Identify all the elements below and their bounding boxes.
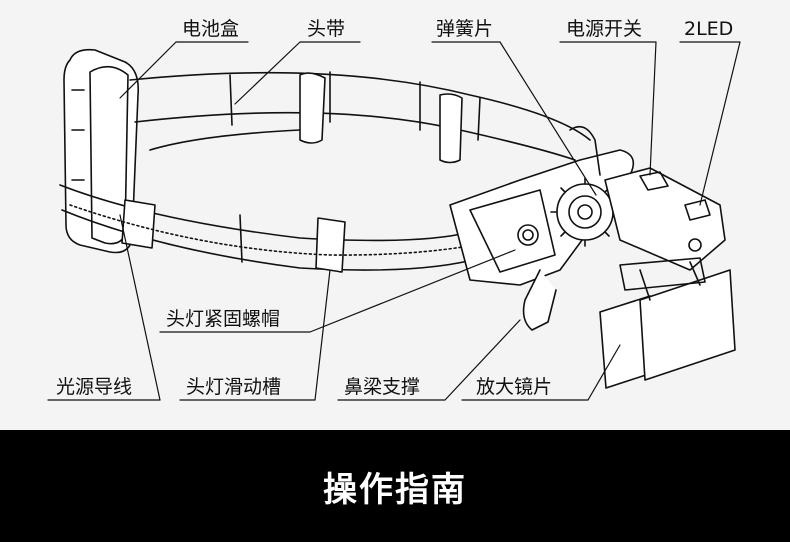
label-lamp-slide-groove: 头灯滑动槽: [186, 376, 282, 398]
label-led: 2LED: [684, 18, 734, 40]
headband-shape: [59, 71, 591, 273]
leader-lines: [47, 41, 741, 401]
label-magnifier-lens: 放大镜片: [476, 376, 553, 398]
banner-title: 操作指南: [323, 469, 467, 510]
label-lamp-fixing-nut: 头灯紧固螺帽: [166, 308, 281, 330]
lamp-assembly-shape: [449, 125, 726, 331]
label-spring-piece: 弹簧片: [436, 18, 494, 40]
headband-magnifier-drawing: [47, 41, 741, 401]
label-headband: 头带: [307, 18, 346, 40]
label-battery-box: 电池盒: [182, 18, 240, 40]
diagram-canvas: 电池盒 头带 弹簧片 电源开关 2LED 头灯紧固螺帽 光源导线 头灯滑动槽 鼻…: [0, 0, 790, 430]
label-light-guide-wire: 光源导线: [56, 376, 133, 398]
label-nose-bridge-support: 鼻梁支撑: [344, 376, 421, 398]
magnifier-lens-shape: [599, 257, 736, 389]
label-power-switch: 电源开关: [566, 18, 643, 40]
guide-banner: 操作指南: [0, 430, 790, 542]
